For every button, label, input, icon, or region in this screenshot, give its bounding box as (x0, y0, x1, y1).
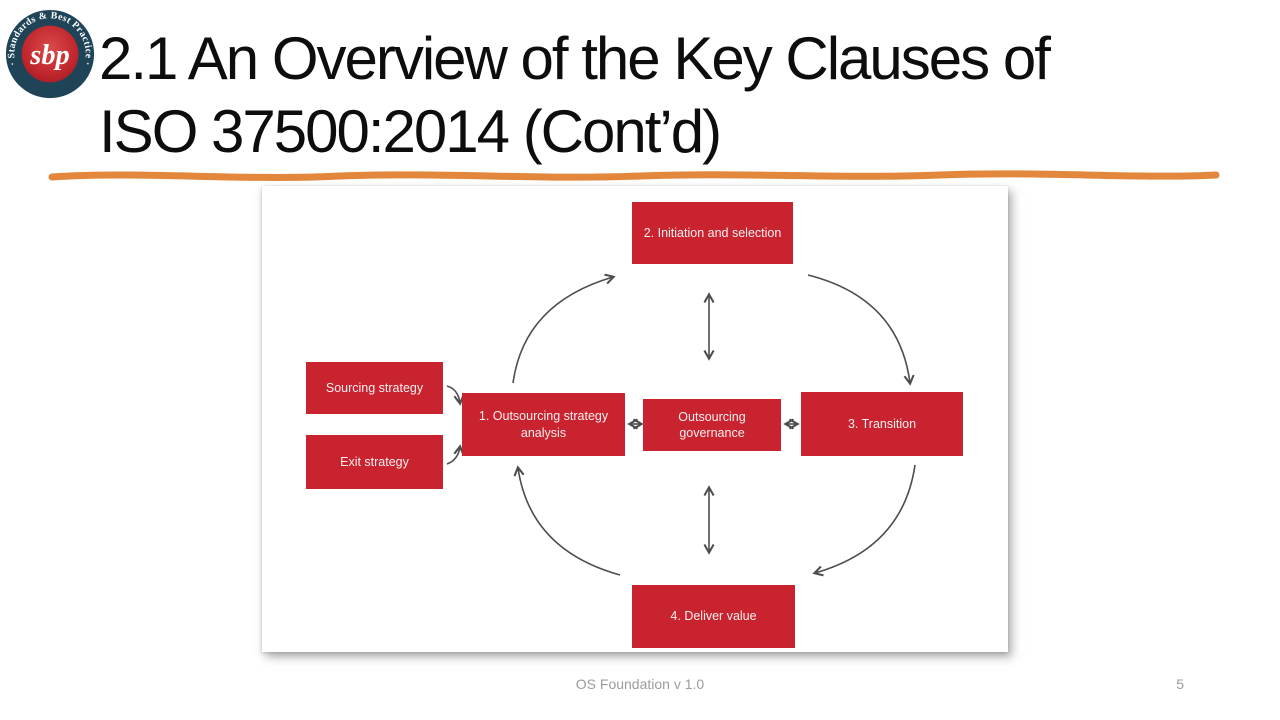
node-sourcing: Sourcing strategy (306, 362, 443, 414)
diagram-panel: 2. Initiation and selection Sourcing str… (262, 186, 1008, 652)
node-initiation: 2. Initiation and selection (632, 202, 793, 264)
slide-title-line1: 2.1 An Overview of the Key Clauses of (99, 25, 1051, 92)
node-governance: Outsourcing governance (643, 399, 781, 451)
footer-text: OS Foundation v 1.0 (575, 676, 705, 692)
arc-transition-to-deliver (812, 464, 916, 577)
arc-analysis-to-initiation (512, 273, 616, 384)
title-underline (48, 170, 1220, 181)
slide-title-line2: ISO 37500:2014 (Cont’d) (99, 98, 722, 166)
logo-sbp-text: sbp (29, 40, 69, 71)
node-deliver: 4. Deliver value (632, 585, 795, 648)
node-governance-label: Outsourcing governance (678, 409, 746, 440)
node-analysis: 1. Outsourcing strategy analysis (462, 393, 625, 456)
node-transition: 3. Transition (801, 392, 963, 456)
node-analysis-label: 1. Outsourcing strategy analysis (478, 409, 609, 440)
node-transition-label: 3. Transition (847, 416, 917, 431)
sbp-logo: · Standards & Best Practice · sbp (5, 9, 95, 99)
node-sourcing-label: Sourcing strategy (325, 380, 424, 395)
page-number: 5 (1176, 676, 1184, 692)
arc-initiation-to-transition (807, 274, 915, 386)
arrow-exit-to-analysis (446, 444, 465, 465)
underline-stroke (48, 170, 1220, 181)
node-initiation-label: 2. Initiation and selection (643, 225, 782, 240)
node-exit: Exit strategy (306, 435, 443, 489)
slide-title: 2.1 An Overview of the Key Clauses of IS… (99, 22, 1239, 168)
arc-deliver-to-analysis (513, 465, 621, 576)
node-deliver-label: 4. Deliver value (670, 609, 757, 624)
logo-center-disc (21, 25, 79, 83)
diagram-arrows (446, 273, 916, 577)
arrow-sourcing-to-analysis (446, 385, 465, 406)
node-exit-label: Exit strategy (340, 454, 409, 469)
